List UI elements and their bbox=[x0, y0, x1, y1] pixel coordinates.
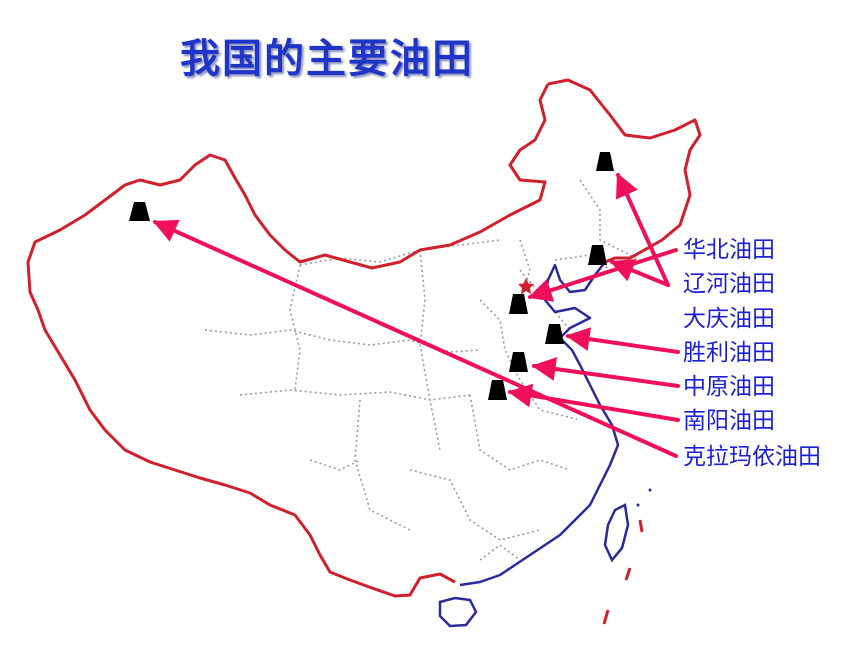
label-huabei: 华北油田 bbox=[683, 237, 775, 263]
derrick-marker-icon bbox=[596, 152, 614, 171]
taiwan-island bbox=[603, 503, 630, 563]
sea-boundary-dashes bbox=[602, 519, 644, 625]
derrick-marker-icon bbox=[588, 245, 607, 265]
derrick-marker-icon bbox=[129, 202, 150, 221]
label-shengli: 胜利油田 bbox=[683, 340, 775, 366]
derrick-marker-icon bbox=[488, 380, 507, 400]
arrow-daqing bbox=[616, 172, 670, 287]
label-daqing: 大庆油田 bbox=[683, 306, 775, 332]
arrow-huabei bbox=[527, 248, 678, 302]
derrick-marker-icon bbox=[509, 352, 528, 372]
label-nanyang: 南阳油田 bbox=[683, 408, 775, 434]
arrow-shengli bbox=[565, 327, 680, 354]
arrow-liaohe bbox=[609, 259, 670, 287]
oilfield-markers bbox=[129, 152, 614, 400]
hainan-island bbox=[438, 596, 478, 628]
arrow-zhongyuan bbox=[531, 357, 680, 388]
pointer-arrows bbox=[152, 172, 680, 458]
arrow-nanyang bbox=[507, 383, 680, 422]
label-zhongyuan: 中原油田 bbox=[683, 374, 775, 400]
page-title: 我国的主要油田 bbox=[180, 36, 474, 82]
arrow-karamay bbox=[152, 219, 678, 458]
capital-star-icon bbox=[518, 278, 534, 294]
label-karamay: 克拉玛依油田 bbox=[683, 444, 821, 470]
coastline bbox=[459, 261, 620, 587]
label-liaohe: 辽河油田 bbox=[683, 271, 775, 297]
national-border bbox=[26, 78, 702, 598]
derrick-marker-icon bbox=[545, 324, 564, 344]
derrick-marker-icon bbox=[509, 294, 528, 314]
